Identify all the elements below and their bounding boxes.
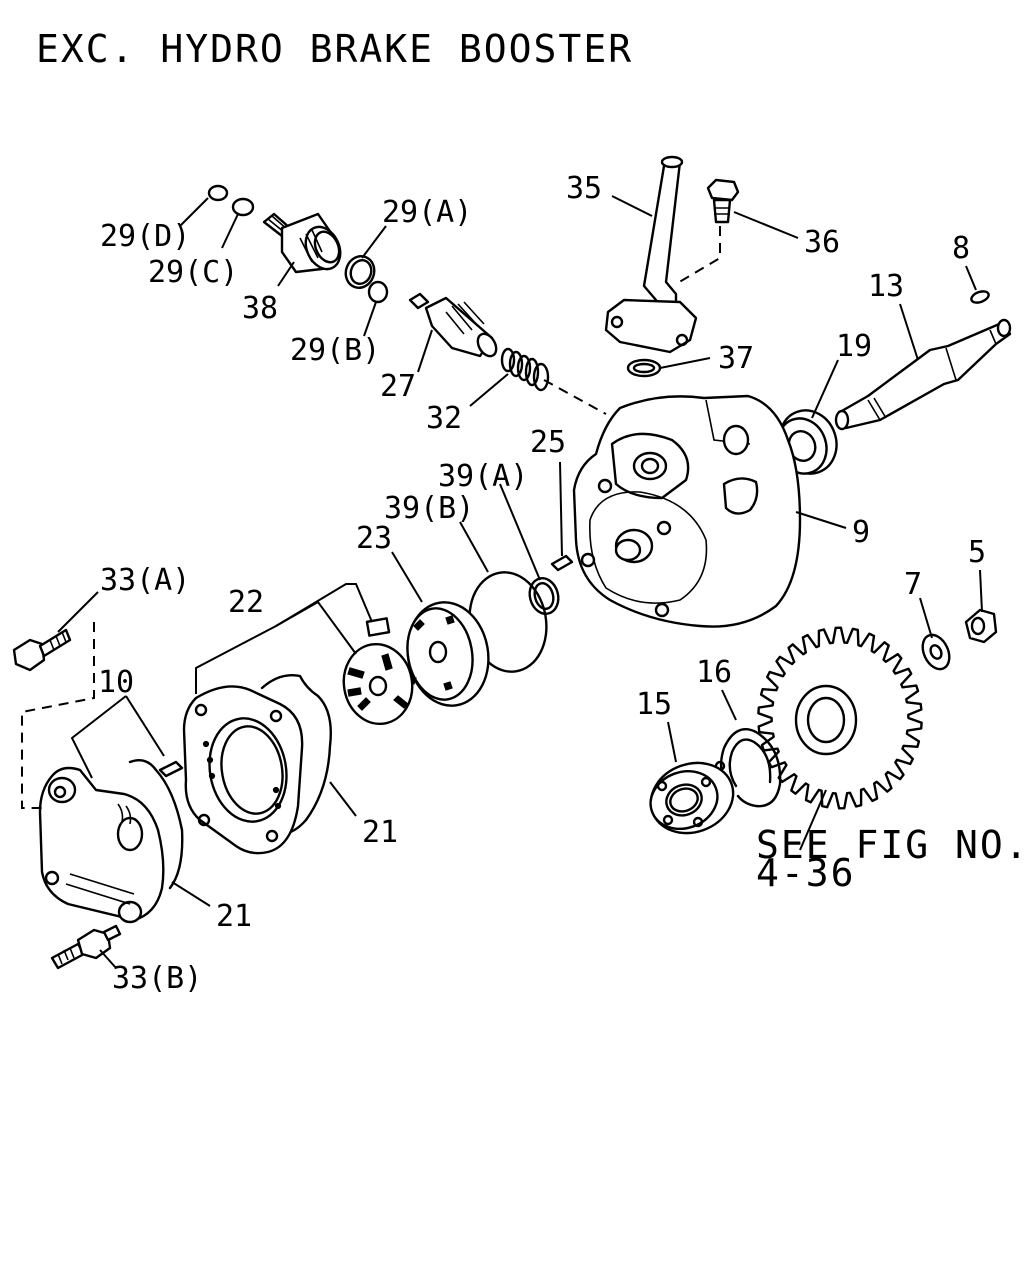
- callout-23: 23: [356, 521, 392, 556]
- callout-32: 32: [426, 401, 462, 436]
- reference-fig-line1: SEE FIG NO.: [756, 823, 1024, 867]
- callout-21-left: 21: [216, 899, 252, 934]
- part-cam-ring-plate: [182, 685, 304, 855]
- callout-15: 15: [636, 687, 672, 722]
- part-29c-o-ring: [231, 197, 255, 217]
- callout-39a: 39(A): [438, 459, 528, 494]
- callout-29d: 29(D): [100, 219, 190, 254]
- callout-35: 35: [566, 171, 602, 206]
- callout-33a: 33(A): [100, 563, 190, 598]
- part-21-gasket-right: [260, 674, 332, 835]
- part-36-bolt: [706, 178, 740, 224]
- callout-8: 8: [952, 231, 970, 266]
- part-29a-o-ring: [344, 255, 376, 289]
- callout-21-right: 21: [362, 815, 398, 850]
- part-33a-bolt: [12, 628, 72, 672]
- callout-25: 25: [530, 425, 566, 460]
- callout-29a: 29(A): [382, 195, 472, 230]
- part-22-rotor-with-vanes: [342, 617, 414, 726]
- part-9-pump-housing: [572, 394, 802, 628]
- callout-36: 36: [804, 225, 840, 260]
- callout-5: 5: [968, 535, 986, 570]
- callout-29c: 29(C): [148, 255, 238, 290]
- part-27-flow-control-valve: [408, 292, 498, 358]
- part-21-gasket-left: [128, 759, 184, 890]
- part-pump-cover: [38, 766, 165, 924]
- part-35-outlet-pipe: [604, 155, 698, 354]
- callout-7: 7: [904, 567, 922, 602]
- part-drive-gear: [757, 626, 923, 810]
- part-37-gasket: [626, 358, 662, 378]
- callout-29b: 29(B): [290, 333, 380, 368]
- part-25-dowel-pin: [550, 554, 574, 572]
- part-29d-o-ring: [207, 184, 229, 202]
- callout-19: 19: [836, 329, 872, 364]
- part-13-drive-shaft: [834, 318, 1012, 431]
- part-7-washer: [921, 633, 951, 671]
- callout-10: 10: [98, 665, 134, 700]
- part-15-ball-bearing: [649, 761, 735, 835]
- reference-fig-line2: 4-36: [756, 851, 856, 895]
- callout-22: 22: [228, 585, 264, 620]
- callout-13: 13: [868, 269, 904, 304]
- part-38-connector-fitting: [262, 212, 342, 274]
- part-8-woodruff-key: [970, 290, 990, 304]
- part-10-dowel-pin: [158, 760, 184, 778]
- part-29b-o-ring: [367, 280, 389, 304]
- callout-labels: 29(D) 29(C) 38 29(A) 29(B) 27 32 35 36 3…: [98, 171, 1024, 996]
- diagram-title: EXC. HYDRO BRAKE BOOSTER: [36, 27, 633, 71]
- part-23-cam-plate: [406, 601, 490, 707]
- part-32-spring: [500, 347, 550, 392]
- callout-39b: 39(B): [384, 491, 474, 526]
- leader-lines: [57, 195, 983, 969]
- callout-33b: 33(B): [112, 961, 202, 996]
- callout-27: 27: [380, 369, 416, 404]
- callout-38: 38: [242, 291, 278, 326]
- callout-9: 9: [852, 515, 870, 550]
- callout-16: 16: [696, 655, 732, 690]
- part-5-nut: [964, 608, 998, 644]
- bolt-36-guide-line: [675, 226, 721, 285]
- callout-37: 37: [718, 341, 754, 376]
